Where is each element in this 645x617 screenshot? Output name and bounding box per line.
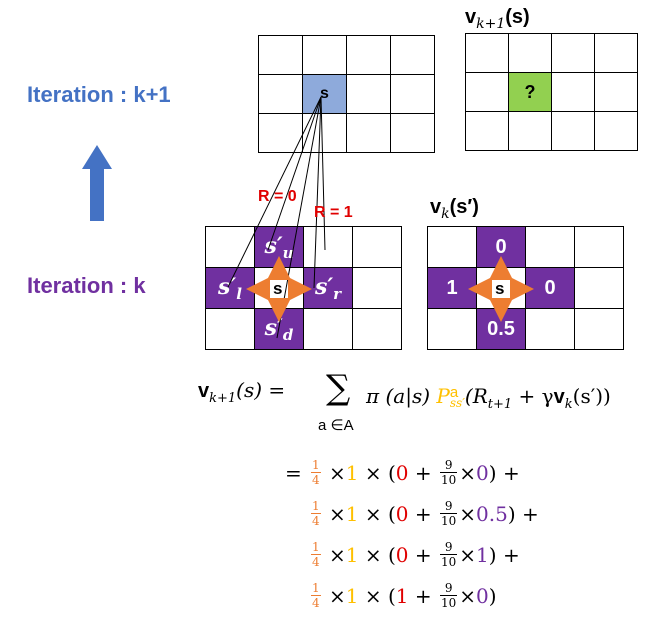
reward-one-label: R = 1 (314, 204, 353, 221)
transition-lines (227, 96, 326, 339)
bellman-equation: vk+1(s) = (198, 378, 286, 406)
reward-zero-label: R = 0 (258, 188, 297, 205)
sum-subscript: a ∈A (318, 417, 354, 434)
action-arrows-left (246, 256, 312, 322)
transition-overlay (227, 96, 534, 339)
iteration-k-label: Iteration : k (27, 273, 146, 298)
top-right-grid: ? (465, 33, 638, 151)
center-state-left: s (273, 279, 283, 298)
state-cell: s (302, 74, 347, 114)
center-state-right: s (495, 279, 505, 298)
sum-symbol: ∑ (326, 368, 351, 408)
action-arrows-right (468, 256, 534, 322)
unknown-value-cell: ? (508, 72, 552, 112)
up-arrow-icon (82, 145, 112, 221)
iteration-k1-label: Iteration : k+1 (27, 82, 171, 107)
v-k-label: vk(s′) (430, 196, 479, 222)
top-left-grid: s (258, 35, 435, 153)
v-k1-label: vk+1(s) (465, 6, 530, 32)
